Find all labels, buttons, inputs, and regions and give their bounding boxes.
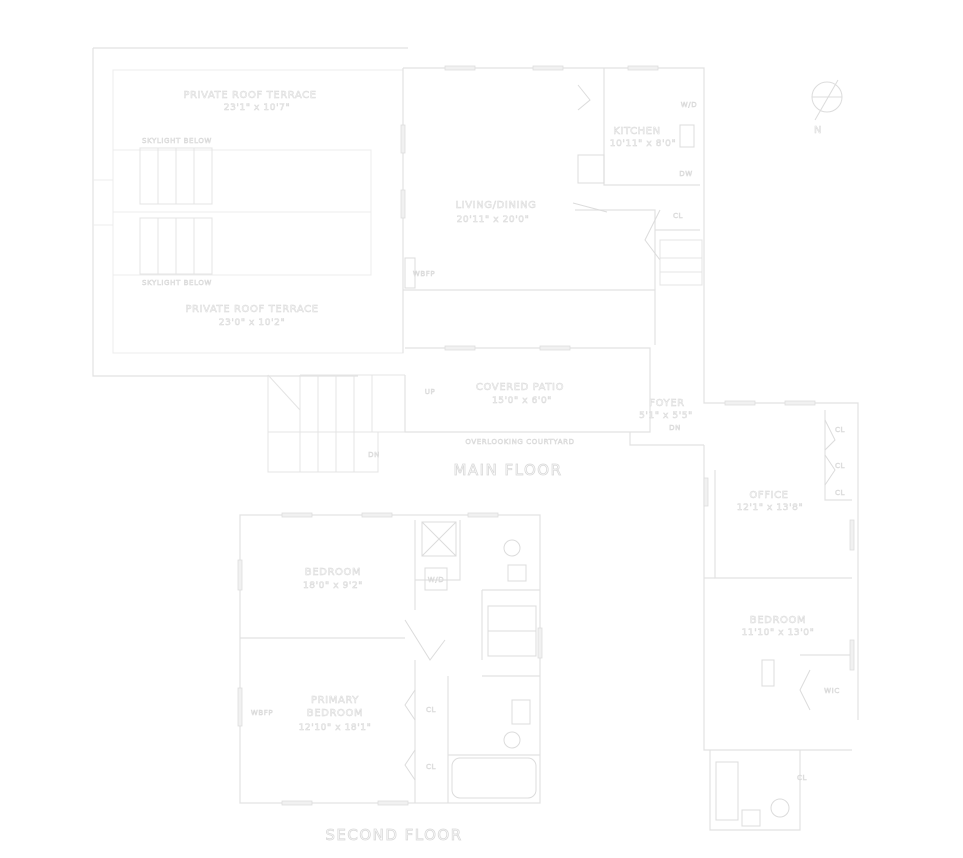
up-label: UP [425,388,436,396]
cl-second-2-label: CL [426,763,436,771]
dw-label: DW [679,170,693,178]
covered-patio-name: COVERED PATIO [476,382,564,393]
skylight-bottom [139,217,213,275]
covered-patio-dims: 15'0" x 6'0" [492,396,552,406]
roof-terrace-block [92,47,408,377]
north-arrow-icon [811,79,843,121]
foyer-name: FOYER [649,398,684,409]
main-floor-walls [400,65,859,831]
courtyard-label: OVERLOOKING COURTYARD [465,438,574,446]
kitchen-dims: 10'11" x 8'0" [610,139,676,149]
second-floor-walls [237,512,543,806]
bedroom-second-name: BEDROOM [305,567,361,578]
dn-foyer-label: DN [669,424,681,432]
roof-terrace-bottom-dims: 23'0" x 10'2" [219,318,285,328]
skylight-top-label: SKYLIGHT BELOW [142,137,212,145]
skylight-top [139,147,213,205]
living-dining-dims: 20'11" x 20'0" [457,215,530,225]
cl-office-3-label: CL [835,489,845,497]
bedroom-second-dims: 18'0" x 9'2" [303,581,363,591]
skylight-bottom-label: SKYLIGHT BELOW [142,279,212,287]
roof-terrace-top-name: PRIVATE ROOF TERRACE [183,90,316,101]
primary-bedroom-name: PRIMARY [311,695,359,706]
roof-terrace-top-dims: 23'1" x 10'7" [224,103,290,113]
cl-office-1-label: CL [835,426,845,434]
cl-bedroom-label: CL [797,774,807,782]
second-floor-title: SECOND FLOOR [325,826,462,844]
foyer-dims: 5'1" x 5'5" [639,411,693,421]
dn-label: DN [368,451,380,459]
office-dims: 12'1" x 13'8" [737,503,803,513]
w-d-second-label: W/D [428,576,444,584]
wbfp-main-label: WBFP [413,270,435,278]
cl-office-2-label: CL [835,462,845,470]
cl-second-1-label: CL [426,706,436,714]
kitchen-name: KITCHEN [613,126,661,137]
primary-bedroom-dims: 12'10" x 18'1" [299,723,372,733]
wbfp-second-label: WBFP [251,709,273,717]
office-name: OFFICE [749,490,788,501]
external-staircase [267,374,405,473]
wic-label: WIC [824,687,840,695]
stair-main [659,239,703,286]
living-dining-name: LIVING/DINING [455,200,536,211]
w-d-main-label: W/D [681,101,697,109]
main-floor-title: MAIN FLOOR [453,461,562,479]
primary-bedroom-name2: BEDROOM [307,708,363,719]
bedroom-main-dims: 11'10" x 13'0" [742,628,815,638]
bedroom-main-name: BEDROOM [750,615,806,626]
roof-terrace-bottom-name: PRIVATE ROOF TERRACE [185,304,318,315]
cl-kitchen-label: CL [673,212,683,220]
compass-label: N [814,125,822,136]
